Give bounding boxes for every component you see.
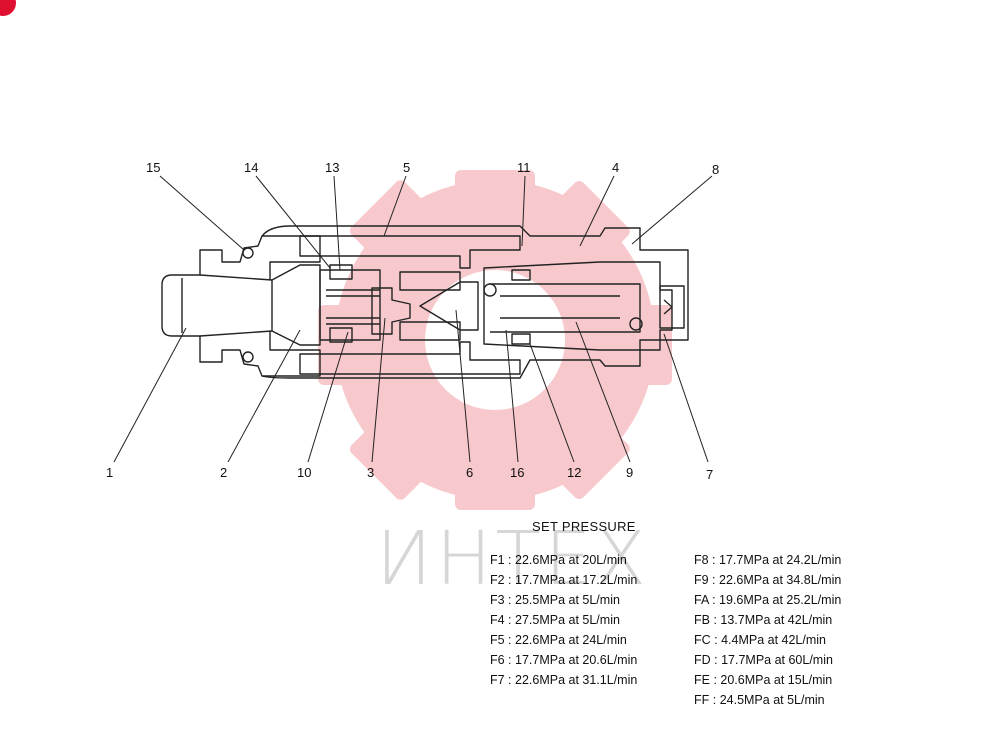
pressure-row: F3 : 25.5MPa at 5L/min bbox=[490, 593, 620, 607]
pressure-row: F7 : 22.6MPa at 31.1L/min bbox=[490, 673, 638, 687]
watermark-text: ИНТЕХ bbox=[376, 516, 651, 602]
callout-3: 3 bbox=[367, 465, 374, 480]
pressure-row: FF : 24.5MPa at 5L/min bbox=[694, 693, 825, 707]
inlet-port-inner bbox=[181, 274, 273, 337]
callout-1: 1 bbox=[106, 465, 113, 480]
piston-3 bbox=[371, 287, 411, 335]
corner-badge bbox=[0, 0, 16, 16]
adjusting-screw-tip bbox=[663, 299, 673, 315]
ball-lower bbox=[629, 317, 643, 331]
pressure-row: F6 : 17.7MPa at 20.6L/min bbox=[490, 653, 638, 667]
callout-10: 10 bbox=[297, 465, 311, 480]
part-11 bbox=[511, 269, 531, 281]
outer-sleeve bbox=[261, 225, 689, 379]
plug-housing bbox=[483, 261, 673, 351]
callout-7: 7 bbox=[706, 467, 713, 482]
callout-2: 2 bbox=[220, 465, 227, 480]
callout-5: 5 bbox=[403, 160, 410, 175]
sleeve-block-lower bbox=[399, 321, 461, 341]
pressure-list-right: F8 : 17.7MPa at 24.2L/min F9 : 22.6MPa a… bbox=[694, 550, 841, 710]
hex-nut bbox=[199, 235, 321, 280]
pressure-row: FD : 17.7MPa at 60L/min bbox=[694, 653, 833, 667]
hex-nut-lower bbox=[199, 331, 321, 377]
spring-14 bbox=[326, 289, 380, 325]
pressure-row: F8 : 17.7MPa at 24.2L/min bbox=[694, 553, 842, 567]
pressure-row: F9 : 22.6MPa at 34.8L/min bbox=[694, 573, 842, 587]
leader-lines bbox=[113, 175, 713, 463]
part-12 bbox=[511, 333, 531, 345]
part-13 bbox=[329, 264, 353, 280]
ball-upper bbox=[483, 283, 497, 297]
poppet-6 bbox=[419, 281, 479, 331]
callout-15: 15 bbox=[146, 160, 160, 175]
pressure-row: F2 : 17.7MPa at 17.2L/min bbox=[490, 573, 638, 587]
watermark-gear-hub bbox=[425, 270, 565, 410]
pressure-list-left: F1 : 22.6MPa at 20L/min F2 : 17.7MPa at … bbox=[490, 550, 637, 690]
pressure-row: FA : 19.6MPa at 25.2L/min bbox=[694, 593, 842, 607]
sleeve-block-upper bbox=[399, 271, 461, 291]
inlet-port bbox=[161, 262, 201, 350]
pressure-row: F1 : 22.6MPa at 20L/min bbox=[490, 553, 627, 567]
outer-sleeve-inner bbox=[299, 235, 521, 269]
callout-13: 13 bbox=[325, 160, 339, 175]
adjusting-screw-7 bbox=[659, 285, 685, 329]
callout-11: 11 bbox=[517, 160, 531, 175]
callout-16: 16 bbox=[510, 465, 524, 480]
pressure-row: FC : 4.4MPa at 42L/min bbox=[694, 633, 827, 647]
callout-9: 9 bbox=[626, 465, 633, 480]
pressure-row: F4 : 27.5MPa at 5L/min bbox=[490, 613, 620, 627]
part-10 bbox=[329, 327, 353, 343]
spring-9-inner bbox=[500, 295, 620, 319]
pressure-row: FB : 13.7MPa at 42L/min bbox=[694, 613, 833, 627]
pressure-row: FE : 20.6MPa at 15L/min bbox=[694, 673, 833, 687]
set-pressure-title: SET PRESSURE bbox=[532, 519, 636, 534]
callout-8: 8 bbox=[712, 162, 719, 177]
piston-guide bbox=[319, 269, 381, 341]
spring-9 bbox=[490, 283, 641, 333]
pressure-row: F5 : 22.6MPa at 24L/min bbox=[490, 633, 627, 647]
o-ring-15-lower bbox=[242, 351, 254, 363]
callout-12: 12 bbox=[567, 465, 581, 480]
o-ring-15 bbox=[242, 247, 254, 259]
callout-6: 6 bbox=[466, 465, 473, 480]
seat-body bbox=[271, 264, 321, 346]
callout-14: 14 bbox=[244, 160, 258, 175]
callout-4: 4 bbox=[612, 160, 619, 175]
